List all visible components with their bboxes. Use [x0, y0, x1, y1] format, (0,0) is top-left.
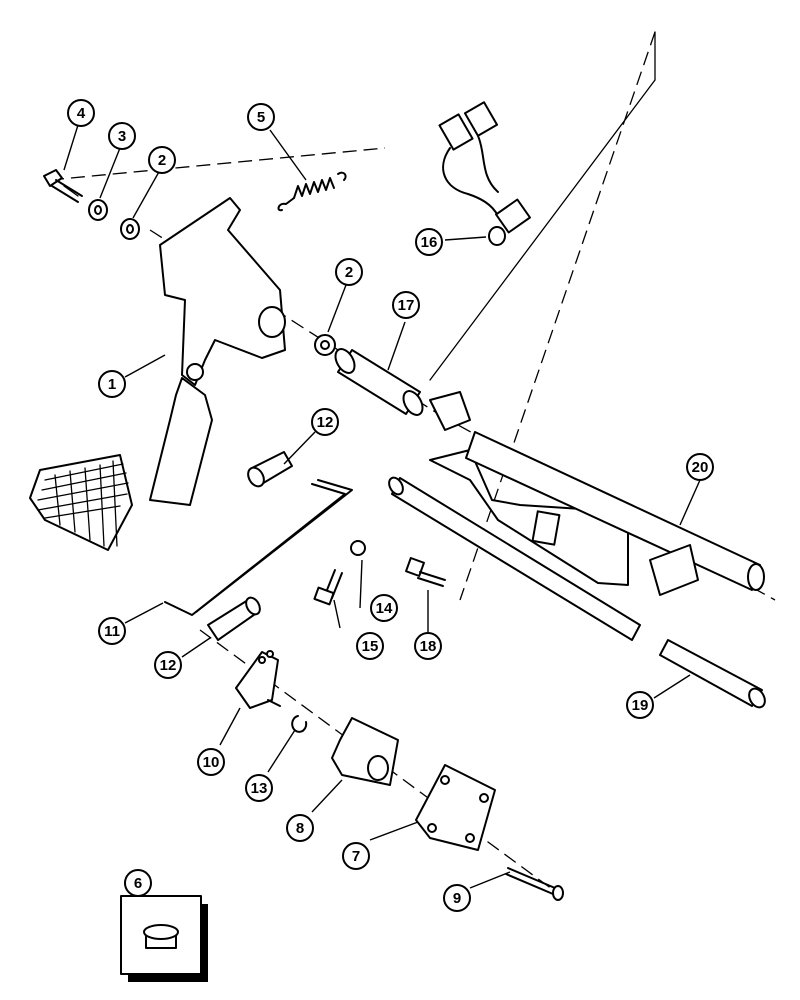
callout-5: 5 [247, 103, 275, 131]
callout-18: 18 [414, 632, 442, 660]
callout-13-label: 13 [251, 780, 268, 797]
callout-2a: 2 [148, 146, 176, 174]
callout-12a-label: 12 [317, 414, 334, 431]
callout-labels: 1 2 2 3 4 5 6 7 8 9 10 11 12 12 13 14 15… [67, 99, 714, 912]
callout-10-label: 10 [203, 754, 220, 771]
callout-17: 17 [392, 291, 420, 319]
callout-1-label: 1 [108, 376, 116, 393]
callout-2b: 2 [335, 258, 363, 286]
callout-18-label: 18 [420, 638, 437, 655]
callout-19: 19 [626, 691, 654, 719]
callout-20: 20 [686, 453, 714, 481]
callout-12a: 12 [311, 408, 339, 436]
plate-part [415, 764, 496, 851]
bushing-part [334, 348, 424, 416]
callout-9-label: 9 [453, 890, 461, 907]
pedal-part [29, 197, 286, 551]
callout-4-label: 4 [77, 105, 86, 122]
callout-7-label: 7 [352, 848, 360, 865]
bolt-part [43, 169, 83, 203]
clip-part [291, 715, 308, 733]
clevis-lower-part [207, 596, 261, 641]
callout-10: 10 [197, 748, 225, 776]
callout-4: 4 [67, 99, 95, 127]
callout-7: 7 [342, 842, 370, 870]
callout-20-label: 20 [692, 459, 709, 476]
callout-11: 11 [98, 617, 126, 645]
callout-15-label: 15 [362, 638, 379, 655]
callout-5-label: 5 [257, 109, 265, 126]
rod-part [164, 479, 353, 616]
callout-13: 13 [245, 774, 273, 802]
shaft-assembly-part [429, 391, 765, 596]
callout-14-label: 14 [376, 600, 393, 617]
screw-part [505, 867, 564, 901]
callout-11-label: 11 [104, 623, 120, 640]
callout-leaders [63, 124, 701, 889]
callout-16: 16 [415, 228, 443, 256]
callout-1: 1 [98, 370, 126, 398]
callout-8: 8 [286, 814, 314, 842]
callout-3: 3 [108, 122, 136, 150]
lever-plate-part [235, 650, 281, 709]
callout-14: 14 [370, 594, 398, 622]
pedal-pad-grid [37, 460, 129, 547]
callout-2b-label: 2 [345, 264, 353, 281]
callout-6-label: 6 [134, 875, 142, 892]
spring-part [277, 171, 347, 212]
callout-19-label: 19 [632, 697, 649, 714]
callout-16-label: 16 [421, 234, 438, 251]
callout-15: 15 [356, 632, 384, 660]
callout-6: 6 [124, 869, 152, 897]
clevis-upper-part [247, 451, 293, 488]
callout-9: 9 [443, 884, 471, 912]
callout-12b: 12 [154, 651, 182, 679]
callout-17-label: 17 [398, 297, 415, 314]
washer-parts [88, 199, 336, 356]
callout-2a-label: 2 [158, 152, 166, 169]
block-part [331, 717, 399, 786]
shaft-part [388, 476, 766, 709]
callout-8-label: 8 [296, 820, 304, 837]
callout-12b-label: 12 [160, 657, 177, 674]
inset-box-part6 [120, 895, 208, 982]
callout-3-label: 3 [118, 128, 126, 145]
fastener-parts [313, 540, 446, 606]
switch-part [438, 101, 531, 246]
